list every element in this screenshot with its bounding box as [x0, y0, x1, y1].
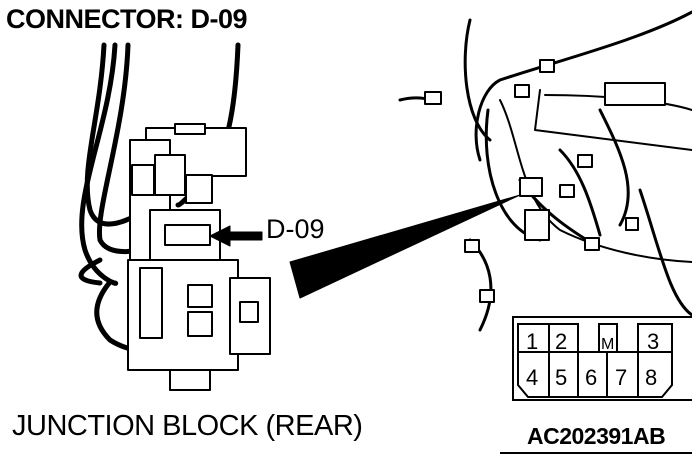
pin-7: 7	[615, 365, 627, 390]
pin-2: 2	[555, 329, 567, 354]
pin-3: 3	[647, 329, 659, 354]
pin-m: M	[601, 336, 614, 353]
callout-label: D-09	[266, 214, 325, 244]
pin-6: 6	[585, 365, 597, 390]
pin-1: 1	[526, 329, 538, 354]
harness-connectors	[424, 59, 666, 303]
connector-pinout: 1 2 M 3 4 5 6 7 8	[512, 316, 692, 401]
pin-8: 8	[645, 365, 657, 390]
pin-5: 5	[555, 365, 567, 390]
figure-code: AC202391AB	[527, 423, 666, 449]
connector-title: CONNECTOR: D-09	[6, 4, 248, 34]
dashboard-harness	[398, 10, 692, 332]
caption: JUNCTION BLOCK (REAR)	[12, 410, 363, 442]
junction-block	[127, 123, 271, 391]
zoom-wedge	[289, 194, 521, 299]
pin-4: 4	[526, 365, 538, 390]
callout-arrow	[209, 225, 263, 247]
